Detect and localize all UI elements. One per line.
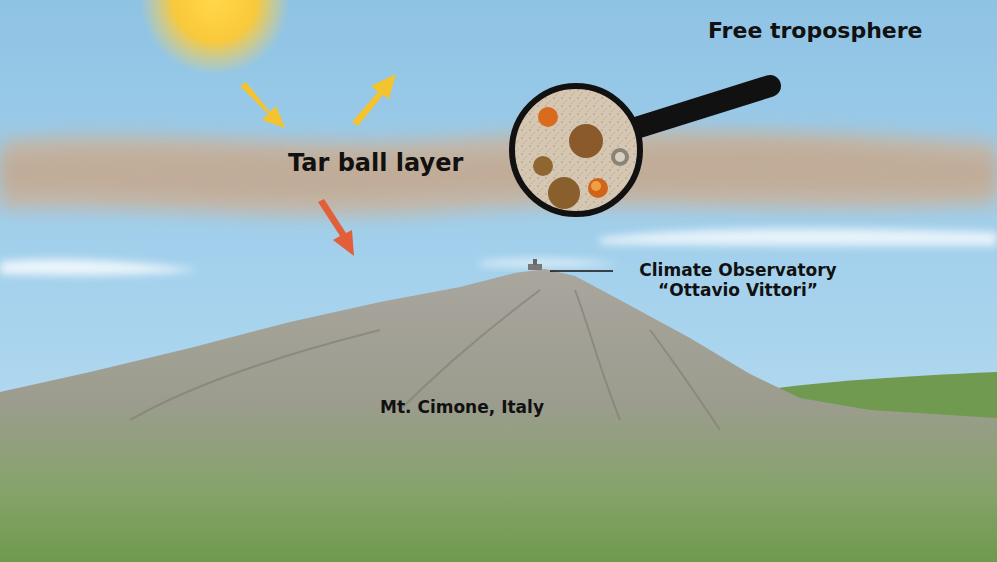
site-label: Climate Observatory “Ottavio Vittori” [618, 260, 858, 300]
region-label: Free troposphere [708, 18, 988, 43]
mountain-label: Mt. Cimone, Italy [380, 397, 580, 417]
observatory [528, 259, 613, 271]
magnifying-glass [512, 86, 770, 214]
layer-label: Tar ball layer [288, 149, 518, 177]
